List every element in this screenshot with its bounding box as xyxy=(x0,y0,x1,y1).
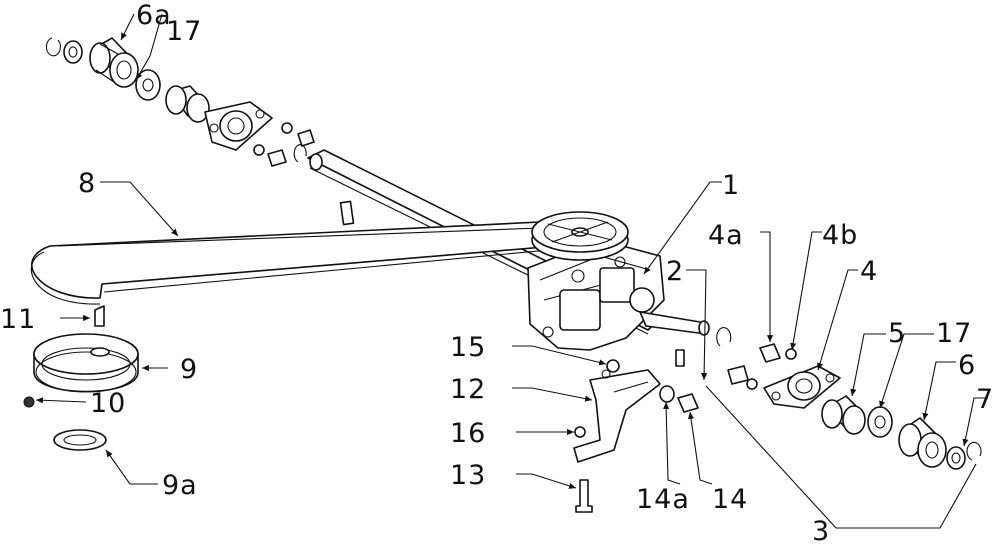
nut-16 xyxy=(574,426,586,438)
label-17-lower: 17 xyxy=(936,318,972,349)
label-4b: 4b xyxy=(822,220,858,251)
label-2: 2 xyxy=(666,256,684,287)
bolt-4a xyxy=(759,343,781,363)
flange-bearing-4 xyxy=(763,365,841,409)
bolt-14 xyxy=(677,393,699,413)
bushing-5 xyxy=(821,395,866,435)
washer-top-left xyxy=(63,40,83,64)
circlip-top-left xyxy=(45,37,61,57)
label-6: 6 xyxy=(958,350,976,381)
label-10: 10 xyxy=(90,388,126,419)
bushing-upper xyxy=(165,85,210,123)
pulley-9 xyxy=(33,333,139,393)
gear-6a xyxy=(89,37,139,88)
label-3: 3 xyxy=(812,516,830,544)
upper-shaft-parts xyxy=(45,37,315,167)
label-6a: 6a xyxy=(136,0,172,31)
label-15: 15 xyxy=(450,332,486,363)
gearbox-pulley xyxy=(531,211,629,261)
bracket-12 xyxy=(573,369,661,463)
circlip-right xyxy=(716,326,732,347)
label-8: 8 xyxy=(78,168,96,199)
set-screw-10 xyxy=(23,396,35,408)
key-upper xyxy=(339,200,355,226)
label-14a: 14a xyxy=(636,484,690,515)
circlip-upper-shaft xyxy=(293,144,307,163)
nut-4b xyxy=(785,348,797,360)
leader-lines xyxy=(35,13,988,529)
key-2 xyxy=(675,349,685,367)
nut-15 xyxy=(606,359,620,373)
nut-upper-1 xyxy=(281,122,293,134)
bolt-lower-right xyxy=(727,365,749,385)
bolt-upper-2 xyxy=(267,149,287,167)
circlip-3 xyxy=(966,441,982,461)
label-1: 1 xyxy=(722,170,740,201)
label-7: 7 xyxy=(976,384,994,415)
label-17-upper: 17 xyxy=(166,16,202,47)
label-16: 16 xyxy=(450,418,486,449)
label-5: 5 xyxy=(888,318,906,349)
label-9: 9 xyxy=(180,354,198,385)
washer-7 xyxy=(946,446,966,470)
label-11: 11 xyxy=(0,304,36,335)
label-13: 13 xyxy=(450,460,486,491)
flange-bearing-upper xyxy=(204,101,273,151)
bolt-upper-1 xyxy=(297,129,315,147)
washer-14a xyxy=(659,385,675,403)
nut-lower-right xyxy=(746,378,758,390)
label-4a: 4a xyxy=(708,220,744,251)
washer-9a xyxy=(53,429,107,451)
drive-belt-8 xyxy=(30,220,588,305)
key-11 xyxy=(94,305,105,327)
label-4: 4 xyxy=(860,256,878,287)
label-14: 14 xyxy=(712,484,748,515)
bolt-13 xyxy=(575,479,593,513)
nut-upper-2 xyxy=(253,144,265,156)
washer-17-lower xyxy=(867,406,893,438)
label-12: 12 xyxy=(450,374,486,405)
gear-6 xyxy=(898,417,947,468)
label-9a: 9a xyxy=(162,470,198,501)
